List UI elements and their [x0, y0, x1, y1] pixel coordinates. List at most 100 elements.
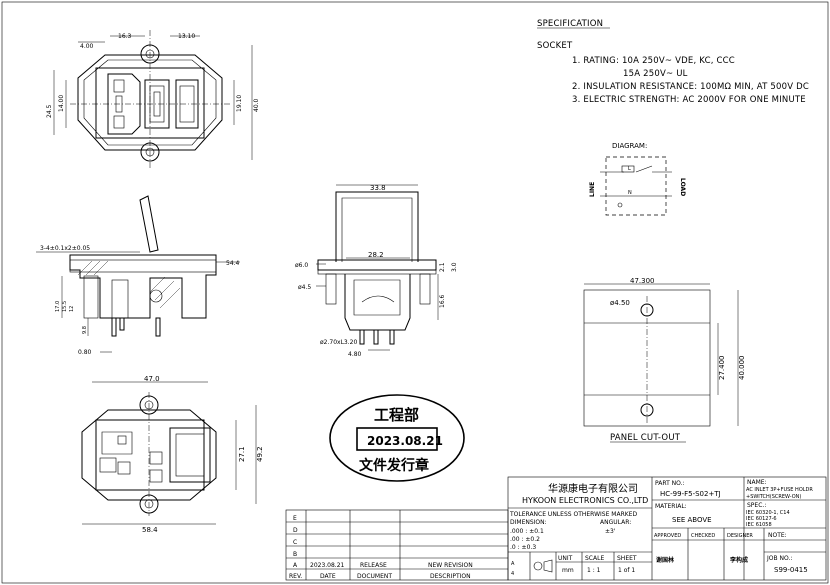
- dim-top-24-5: 24.5: [46, 104, 53, 118]
- rev-row-c: C: [293, 539, 297, 546]
- dim-front-3: 3.0: [451, 262, 458, 272]
- dim-top-19-1: 19.10: [236, 95, 243, 112]
- rev-header-description: DESCRIPTION: [430, 573, 471, 580]
- spec-title: SPECIFICATION: [537, 19, 603, 29]
- dim-front-d6: ø6.0: [295, 262, 308, 269]
- dim-top-13-10: 13.10: [178, 33, 195, 40]
- dim-side-12: 12: [69, 306, 75, 312]
- angular-value: ±3': [605, 528, 616, 535]
- unit-value: mm: [562, 567, 574, 574]
- diagram-l: L: [628, 166, 631, 172]
- dim-top-4: 4.00: [80, 43, 94, 50]
- dim-side-17: 17.0: [55, 301, 61, 312]
- name-value-2: +SWITCH(SCREW-ON): [746, 494, 801, 500]
- dim-bottom-27-1: 27.1: [238, 446, 246, 462]
- dim-side-0-8: 0.80: [78, 349, 92, 356]
- revision-table: E D C B A 2023.08.21 RELEASE NEW REVISIO…: [285, 509, 509, 581]
- svg-text:4: 4: [511, 571, 514, 577]
- material-value: SEE ABOVE: [672, 516, 712, 524]
- dim-top-14: 14.00: [58, 95, 65, 112]
- rev-a-date: 2023.08.21: [310, 562, 345, 569]
- panel-title: PANEL CUT-OUT: [610, 433, 681, 443]
- tolerance-3-decimal: .000 : ±0.1: [510, 528, 544, 535]
- stamp-date: 2023.08.21: [367, 434, 443, 448]
- dim-front-33-8: 33.8: [370, 184, 386, 192]
- part-no-label: PART NO.:: [655, 480, 685, 487]
- front-view: 33.8 28.2 2.1 3.0 ø6.0 ø4.5 16.6 ø2.70xL…: [295, 184, 458, 358]
- approved-signature: 谢国林: [656, 556, 674, 564]
- dim-front-2-1: 2.1: [439, 262, 446, 272]
- dim-side-9-8: 9.8: [82, 326, 88, 334]
- tolerance-2-decimal: .00 : ±0.2: [510, 536, 540, 543]
- release-stamp: 工程部 2023.08.21 文件发行章: [329, 394, 465, 482]
- dim-side-15-5: 15.5: [62, 301, 68, 312]
- diagram-title: DIAGRAM:: [612, 142, 647, 150]
- job-no-label: JOB NO.:: [766, 555, 792, 562]
- spec-value-2: IEC 60127-6: [746, 516, 777, 522]
- side-view: 3-4±0.1x2±0.05 54.4 17.0 15.5 12 9.8 0.8…: [36, 195, 240, 356]
- material-label: MATERIAL:: [655, 503, 687, 510]
- dim-top-40: 40.0: [253, 98, 260, 112]
- designer-signature: 李构成: [729, 556, 748, 564]
- dim-front-28-2: 28.2: [368, 251, 384, 259]
- note-label: NOTE:: [768, 532, 787, 539]
- dim-front-4-8: 4.80: [348, 351, 362, 358]
- part-no-value: HC-99-F5-S02+TJ: [660, 490, 721, 498]
- panel-height2-dim: 40.000: [738, 356, 746, 381]
- checked-label: CHECKED: [691, 533, 715, 539]
- dim-front-d4-5: ø4.5: [298, 284, 311, 291]
- designer-label: DESIGNER: [727, 533, 753, 539]
- dimension-label: DIMENSION:: [510, 519, 547, 526]
- diagram-load-label: LOAD: [679, 178, 686, 196]
- sheet-label: SHEET: [617, 555, 637, 562]
- rev-a-document: RELEASE: [360, 562, 387, 569]
- diagram-n: N: [628, 190, 632, 196]
- panel-height1-dim: 27.400: [718, 356, 726, 381]
- rev-header-document: DOCUMENT: [357, 573, 392, 580]
- angular-label: ANGULAR:: [600, 519, 631, 526]
- rev-a-description: NEW REVISION: [428, 562, 473, 569]
- panel-cutout: 47.300 ø4.50 27.400 40.000 PANEL CUT-OUT: [583, 277, 746, 443]
- title-block: 华源康电子有限公司 HYKOON ELECTRONICS CO.,LTD TOL…: [507, 476, 827, 581]
- tolerance-title: TOLERANCE UNLESS OTHERWISE MARKED: [509, 511, 637, 518]
- company-name-en: HYKOON ELECTRONICS CO.,LTD: [522, 496, 648, 505]
- dim-bottom-58-4: 58.4: [142, 526, 158, 534]
- spec-socket: SOCKET: [537, 41, 573, 51]
- bottom-view: 47.0 27.1 49.2 58.4: [81, 375, 264, 534]
- name-value-1: AC INLET 3P+FUSE HOLDR: [746, 487, 813, 493]
- dim-bottom-47: 47.0: [144, 375, 160, 383]
- tolerance-1-decimal: .0 : ±0.3: [510, 544, 536, 551]
- diagram-line-label: LINE: [589, 182, 596, 197]
- spec-value-3: IEC 61058: [746, 522, 772, 528]
- rev-row-b: B: [293, 551, 297, 558]
- spec-line1: 1. RATING: 10A 250V~ VDE, KC, CCC: [572, 56, 735, 66]
- dim-side-54-4: 54.4: [226, 260, 240, 267]
- stamp-label: 文件发行章: [359, 457, 429, 474]
- dim-side-thread: 3-4±0.1x2±0.05: [40, 245, 90, 252]
- rev-row-e: E: [293, 515, 297, 522]
- job-no-value: S99-0415: [774, 566, 808, 574]
- rev-row-a: A: [293, 562, 298, 569]
- svg-text:A: A: [511, 561, 515, 567]
- spec-value-1: IEC 60320-1, C14: [746, 510, 790, 516]
- wiring-diagram: DIAGRAM: L N LINE LOAD: [589, 142, 686, 216]
- projection-symbol: [533, 559, 553, 573]
- rev-header-date: DATE: [320, 573, 336, 580]
- sheet-value: 1 of 1: [618, 567, 635, 574]
- top-view: 4.00 16.3 13.10 24.5 14.00 19.10 40.0: [46, 30, 260, 168]
- panel-hole-dim: ø4.50: [610, 299, 630, 307]
- approved-label: APPROVED: [654, 533, 681, 539]
- company-name-cn: 华源康电子有限公司: [548, 482, 638, 495]
- rev-row-d: D: [293, 527, 298, 534]
- specification: SPECIFICATION SOCKET 1. RATING: 10A 250V…: [537, 19, 809, 105]
- name-label: NAME:: [747, 479, 767, 486]
- spec-line1b: 15A 250V~ UL: [623, 69, 688, 79]
- rev-header-rev: REV.: [289, 573, 302, 580]
- scale-value: 1 : 1: [587, 567, 601, 574]
- dim-front-pin: ø2.70xL3.20: [320, 339, 357, 346]
- unit-label: UNIT: [558, 555, 573, 562]
- stamp-dept: 工程部: [374, 406, 419, 424]
- dim-bottom-49-2: 49.2: [256, 446, 264, 462]
